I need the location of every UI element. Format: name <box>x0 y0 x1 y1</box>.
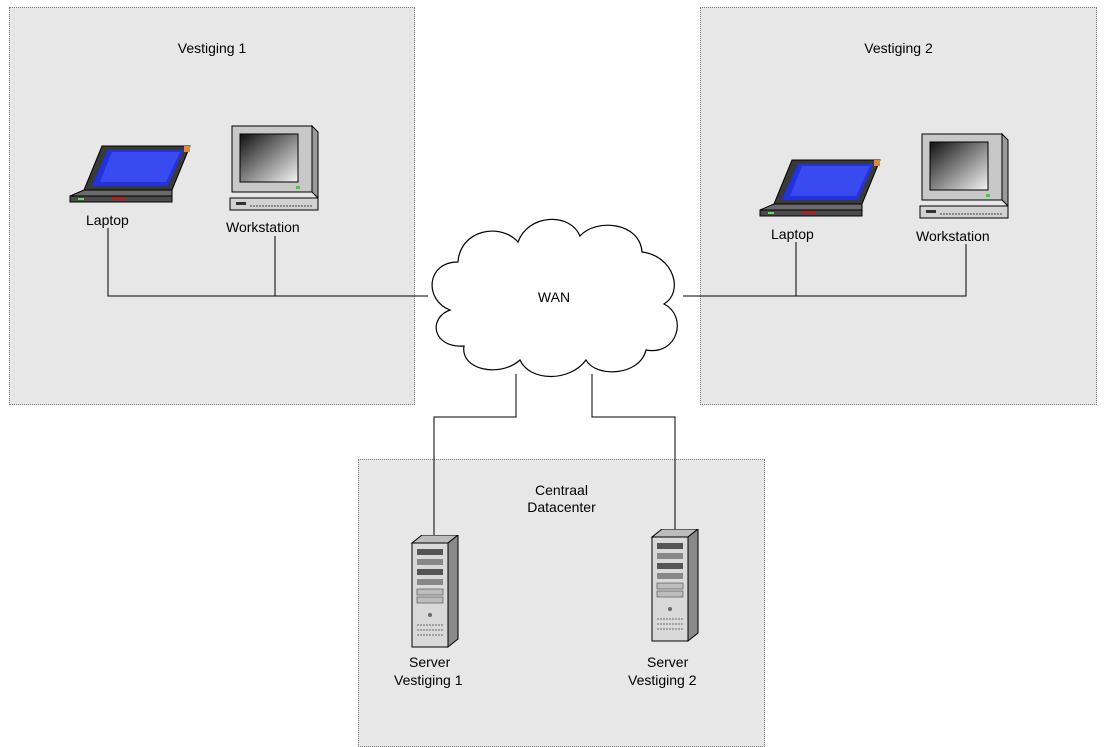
branch1-laptop-label: Laptop <box>86 212 129 228</box>
branch2-zone: Vestiging 2 <box>700 7 1097 405</box>
workstation-icon <box>229 124 319 211</box>
server1-label-line2: Vestiging 1 <box>394 672 463 688</box>
branch1-workstation-label: Workstation <box>226 219 300 235</box>
laptop-icon <box>759 159 881 217</box>
datacenter-title-line2: Datacenter <box>527 499 596 515</box>
server2-link <box>591 374 676 529</box>
laptop-icon <box>69 145 191 203</box>
branch2-link <box>683 244 967 297</box>
server2-label-line1: Server <box>647 654 689 670</box>
branch1-zone: Vestiging 1 <box>9 7 415 405</box>
server-icon <box>650 529 699 643</box>
wan-label: WAN <box>537 289 571 305</box>
server1-label-line1: Server <box>409 654 451 670</box>
server1-link <box>433 374 517 535</box>
branch2-workstation-label: Workstation <box>916 228 990 244</box>
branch1-title: Vestiging 1 <box>177 40 247 56</box>
branch2-laptop-label: Laptop <box>771 226 814 242</box>
cloud-icon <box>431 218 678 378</box>
branch1-laptop-link <box>107 228 428 297</box>
server2-label-line2: Vestiging 2 <box>628 672 697 688</box>
workstation-icon <box>919 132 1009 219</box>
server-icon <box>410 535 459 649</box>
datacenter-title-line1: Centraal <box>535 482 588 498</box>
branch2-title: Vestiging 2 <box>864 40 933 56</box>
